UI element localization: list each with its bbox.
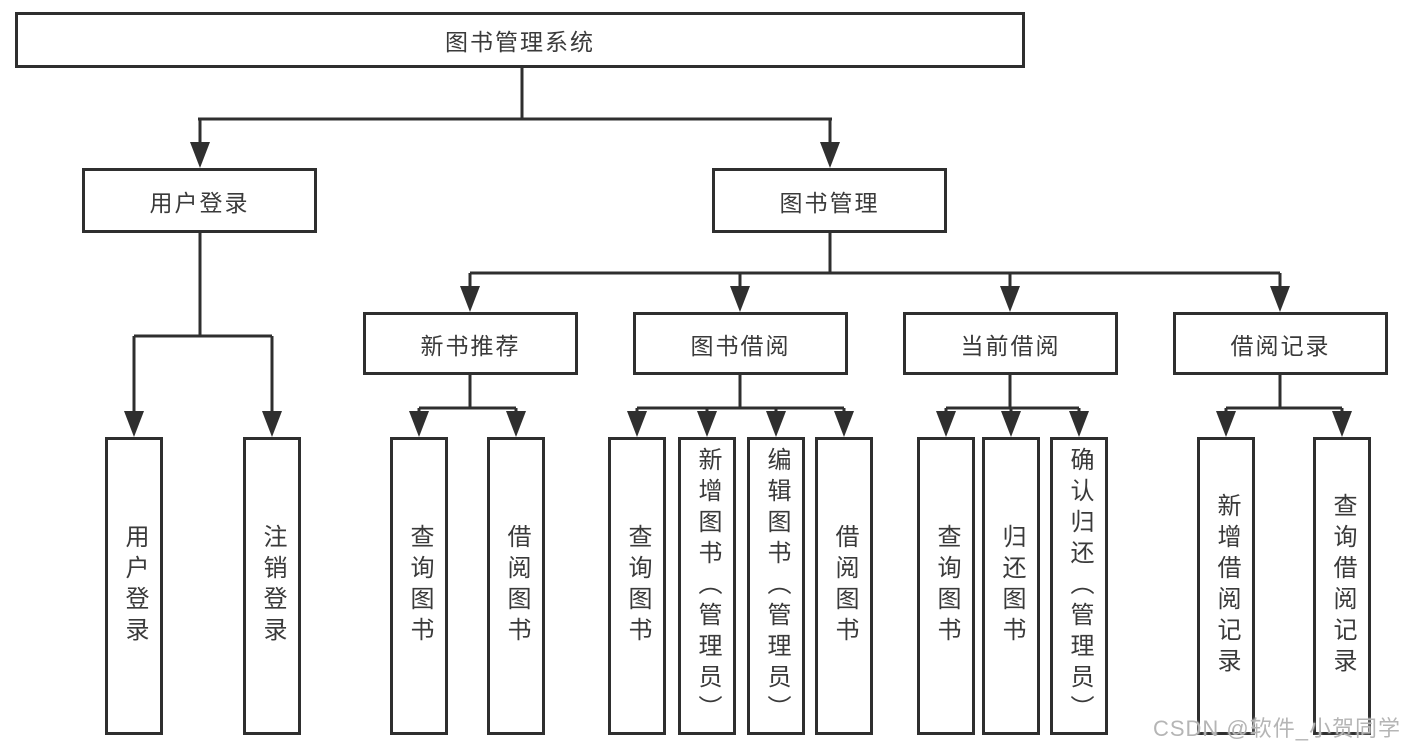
node-label: 新增图书（管理员）: [694, 446, 721, 726]
node-label: 图书借阅: [690, 332, 791, 359]
leaf-add-borrow-record: 新增借阅记录: [1197, 437, 1255, 735]
node-label: 查询图书: [933, 524, 960, 648]
leaf-return-books: 归还图书: [982, 437, 1040, 735]
node-label: 借阅记录: [1230, 332, 1331, 359]
node-label: 用户登录: [121, 524, 148, 648]
node-book-borrowing: 图书借阅: [633, 312, 848, 375]
node-label: 新增借阅记录: [1213, 493, 1240, 679]
leaf-query-books: 查询图书: [390, 437, 448, 735]
node-label: 用户登录: [149, 189, 250, 216]
node-label: 图书管理系统: [445, 29, 595, 55]
leaf-borrow-books: 借阅图书: [487, 437, 545, 735]
node-label: 新书推荐: [420, 332, 521, 359]
csdn-watermark: CSDN @软件_小贺同学: [1152, 716, 1401, 741]
leaf-borrow-books: 借阅图书: [815, 437, 873, 735]
node-label: 注销登录: [259, 524, 286, 648]
node-label: 借阅图书: [831, 524, 858, 648]
node-current-borrowing: 当前借阅: [903, 312, 1118, 375]
node-book-management: 图书管理: [712, 168, 947, 233]
node-label: 当前借阅: [960, 332, 1061, 359]
node-library-management-system: 图书管理系统: [15, 12, 1025, 68]
leaf-confirm-return-admin: 确认归还（管理员）: [1050, 437, 1108, 735]
leaf-query-books: 查询图书: [608, 437, 666, 735]
node-label: 查询借阅记录: [1329, 493, 1356, 679]
leaf-logout: 注销登录: [243, 437, 301, 735]
node-label: 编辑图书（管理员）: [763, 446, 790, 726]
leaf-add-books-admin: 新增图书（管理员）: [678, 437, 736, 735]
node-user-login: 用户登录: [82, 168, 317, 233]
leaf-edit-books-admin: 编辑图书（管理员）: [747, 437, 805, 735]
node-label: 借阅图书: [503, 524, 530, 648]
node-label: 确认归还（管理员）: [1066, 446, 1093, 726]
node-new-book-recommendation: 新书推荐: [363, 312, 578, 375]
node-label: 查询图书: [406, 524, 433, 648]
node-label: 归还图书: [998, 524, 1025, 648]
node-borrowing-records: 借阅记录: [1173, 312, 1388, 375]
node-label: 图书管理: [779, 189, 880, 216]
arrowheads: [124, 142, 1352, 437]
leaf-user-login: 用户登录: [105, 437, 163, 735]
leaf-query-borrow-record: 查询借阅记录: [1313, 437, 1371, 735]
leaf-query-books: 查询图书: [917, 437, 975, 735]
node-label: 查询图书: [624, 524, 651, 648]
